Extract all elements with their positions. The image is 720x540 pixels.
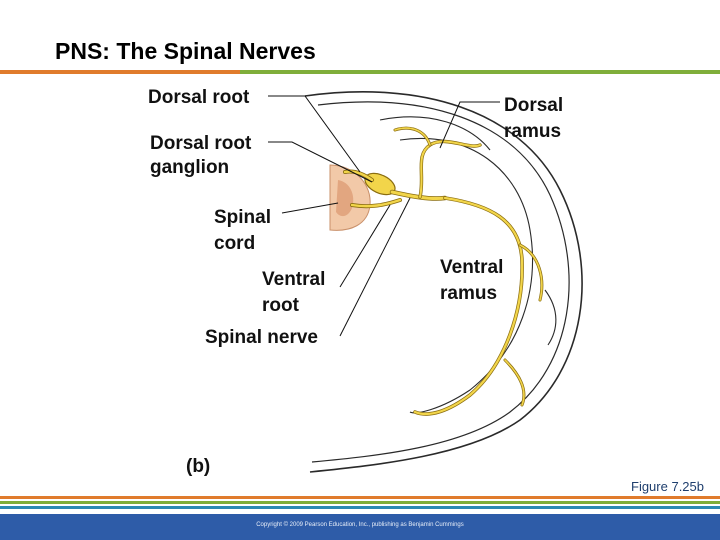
leader-spinal-nerve <box>339 197 411 337</box>
label-dorsal-root-ganglion-line2: ganglion <box>150 157 230 178</box>
label-spinal-cord-line2: cord <box>214 233 256 254</box>
leader-spinal-cord <box>281 202 339 214</box>
stripe-orange <box>0 496 720 499</box>
leader-dorsal-ramus <box>439 101 500 149</box>
title-rule <box>0 70 720 74</box>
spinal-nerve-diagram <box>268 91 583 473</box>
label-ventral-ramus-line1: Ventral <box>440 257 504 278</box>
title-rule-green <box>240 70 720 74</box>
label-dorsal-ramus-line2: ramus <box>504 121 562 142</box>
stripe-blue <box>0 506 720 509</box>
label-dorsal-root: Dorsal root <box>148 87 250 108</box>
leader-dorsal-root <box>268 95 361 173</box>
panel-letter: (b) <box>186 456 211 477</box>
muscle-outline-1 <box>399 138 533 414</box>
label-spinal-nerve: Spinal nerve <box>205 327 318 348</box>
spinal-cord-gray-matter <box>336 180 354 217</box>
label-ventral-root-line1: Ventral <box>262 269 326 290</box>
label-ventral-root-line2: root <box>262 295 299 316</box>
dorsal-ramus-nerve <box>418 139 482 199</box>
muscle-outline-2 <box>379 116 491 151</box>
slide-title: PNS: The Spinal Nerves <box>55 38 316 64</box>
title-rule-orange <box>0 70 240 74</box>
bottom-stripes <box>0 496 720 511</box>
label-dorsal-ramus-line1: Dorsal <box>504 95 564 116</box>
leader-dorsal-root-ganglion <box>268 141 373 183</box>
figure-caption: Figure 7.25b <box>631 479 704 494</box>
copyright-text: Copyright © 2009 Pearson Education, Inc.… <box>256 522 464 528</box>
footer-band <box>0 514 720 540</box>
label-spinal-cord-line1: Spinal <box>214 207 272 228</box>
ventral-ramus-nerve <box>413 196 524 416</box>
muscle-outline-3 <box>544 289 557 346</box>
label-dorsal-root-ganglion-line1: Dorsal root <box>150 133 252 154</box>
stripe-green <box>0 501 720 504</box>
body-outline-outer <box>304 91 583 473</box>
body-outline-inner <box>311 101 570 463</box>
leader-ventral-root <box>339 204 391 288</box>
label-ventral-ramus-line2: ramus <box>440 283 498 304</box>
